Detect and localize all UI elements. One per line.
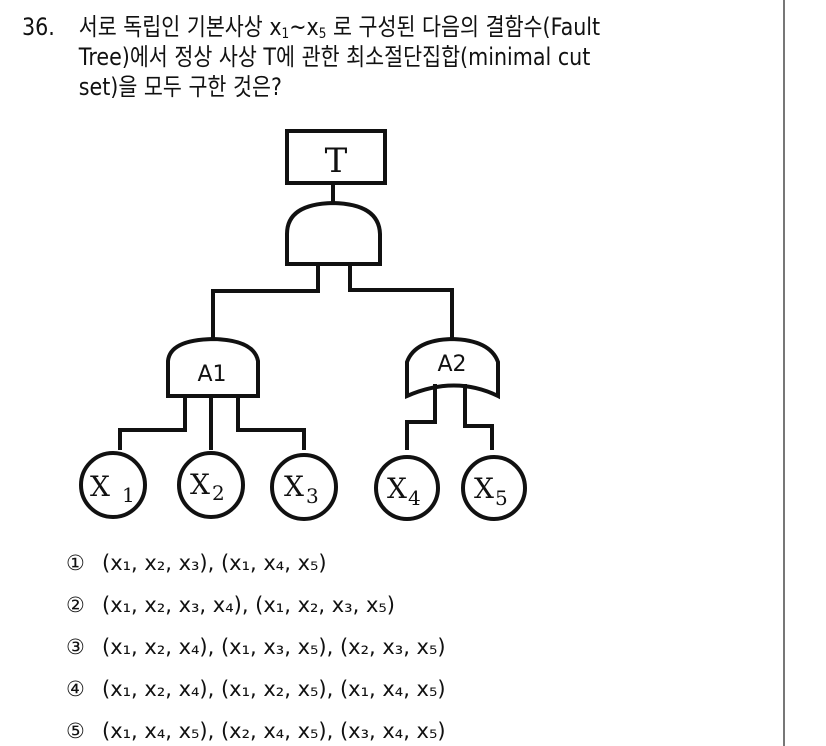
option-marker: ① <box>66 551 85 575</box>
question-line-1-part-b: ~x <box>289 13 319 41</box>
basic-event-x5 <box>461 455 527 521</box>
option-5[interactable]: ⑤ (x₁, x₄, x₅), (x₂, x₄, x₅), (x₃, x₄, x₅… <box>66 716 446 746</box>
a1-and-gate <box>166 336 260 398</box>
event-label-x3: X <box>284 470 304 503</box>
event-label-x2: X <box>190 468 210 501</box>
event-sub-x4: 4 <box>408 486 421 510</box>
option-text: (x₁, x₄, x₅), (x₂, x₄, x₅), (x₃, x₄, x₅) <box>102 719 446 743</box>
event-sub-x5: 5 <box>495 486 508 510</box>
option-text: (x₁, x₂, x₃), (x₁, x₄, x₅) <box>102 551 327 575</box>
question-line-1-part-a: 서로 독립인 기본사상 x <box>78 13 282 41</box>
event-label-x4: X <box>387 472 407 505</box>
event-label-x5: X <box>474 472 494 505</box>
question-line-1-part-c: 로 구성된 다음의 결함수(Fault <box>326 13 601 41</box>
gate-label-a2: A2 <box>437 352 466 377</box>
event-sub-x3: 3 <box>306 484 319 508</box>
option-text: (x₁, x₂, x₄), (x₁, x₂, x₅), (x₁, x₄, x₅) <box>102 677 446 701</box>
a2-or-gate <box>405 336 500 400</box>
option-marker: ⑤ <box>66 719 85 743</box>
option-3[interactable]: ③ (x₁, x₂, x₄), (x₁, x₃, x₅), (x₂, x₃, x₅… <box>66 632 446 662</box>
basic-event-x4 <box>374 455 440 521</box>
subscript: 5 <box>318 26 327 42</box>
event-sub-x1: 1 <box>122 483 135 507</box>
option-text: (x₁, x₂, x₄), (x₁, x₃, x₅), (x₂, x₃, x₅) <box>102 635 446 659</box>
gate-label-a1: A1 <box>197 362 226 387</box>
option-4[interactable]: ④ (x₁, x₂, x₄), (x₁, x₂, x₅), (x₁, x₄, x₅… <box>66 674 446 704</box>
question-line-1: 36. 서로 독립인 기본사상 x1~x5 로 구성된 다음의 결함수(Fault <box>22 12 601 49</box>
option-text: (x₁, x₂, x₃, x₄), (x₁, x₂, x₃, x₅) <box>102 593 395 617</box>
basic-event-x2 <box>177 451 245 519</box>
option-2[interactable]: ② (x₁, x₂, x₃, x₄), (x₁, x₂, x₃, x₅) <box>66 590 395 620</box>
event-label-x1: X <box>90 470 110 503</box>
basic-event-x1 <box>79 451 147 519</box>
page-divider <box>783 0 785 746</box>
event-sub-x2: 2 <box>212 481 225 505</box>
top-event-label: T <box>325 141 348 181</box>
option-marker: ④ <box>66 677 85 701</box>
top-and-gate <box>285 200 382 266</box>
question-line-3: set)을 모두 구한 것은? <box>78 73 282 101</box>
option-marker: ② <box>66 593 85 617</box>
question-number: 36. <box>22 13 55 41</box>
top-event-box <box>285 129 387 185</box>
subscript: 1 <box>281 26 290 42</box>
question-line-2: Tree)에서 정상 사상 T에 관한 최소절단집합(minimal cut <box>78 43 591 71</box>
basic-event-x3 <box>270 453 338 521</box>
option-marker: ③ <box>66 635 85 659</box>
option-1[interactable]: ① (x₁, x₂, x₃), (x₁, x₄, x₅) <box>66 548 327 578</box>
